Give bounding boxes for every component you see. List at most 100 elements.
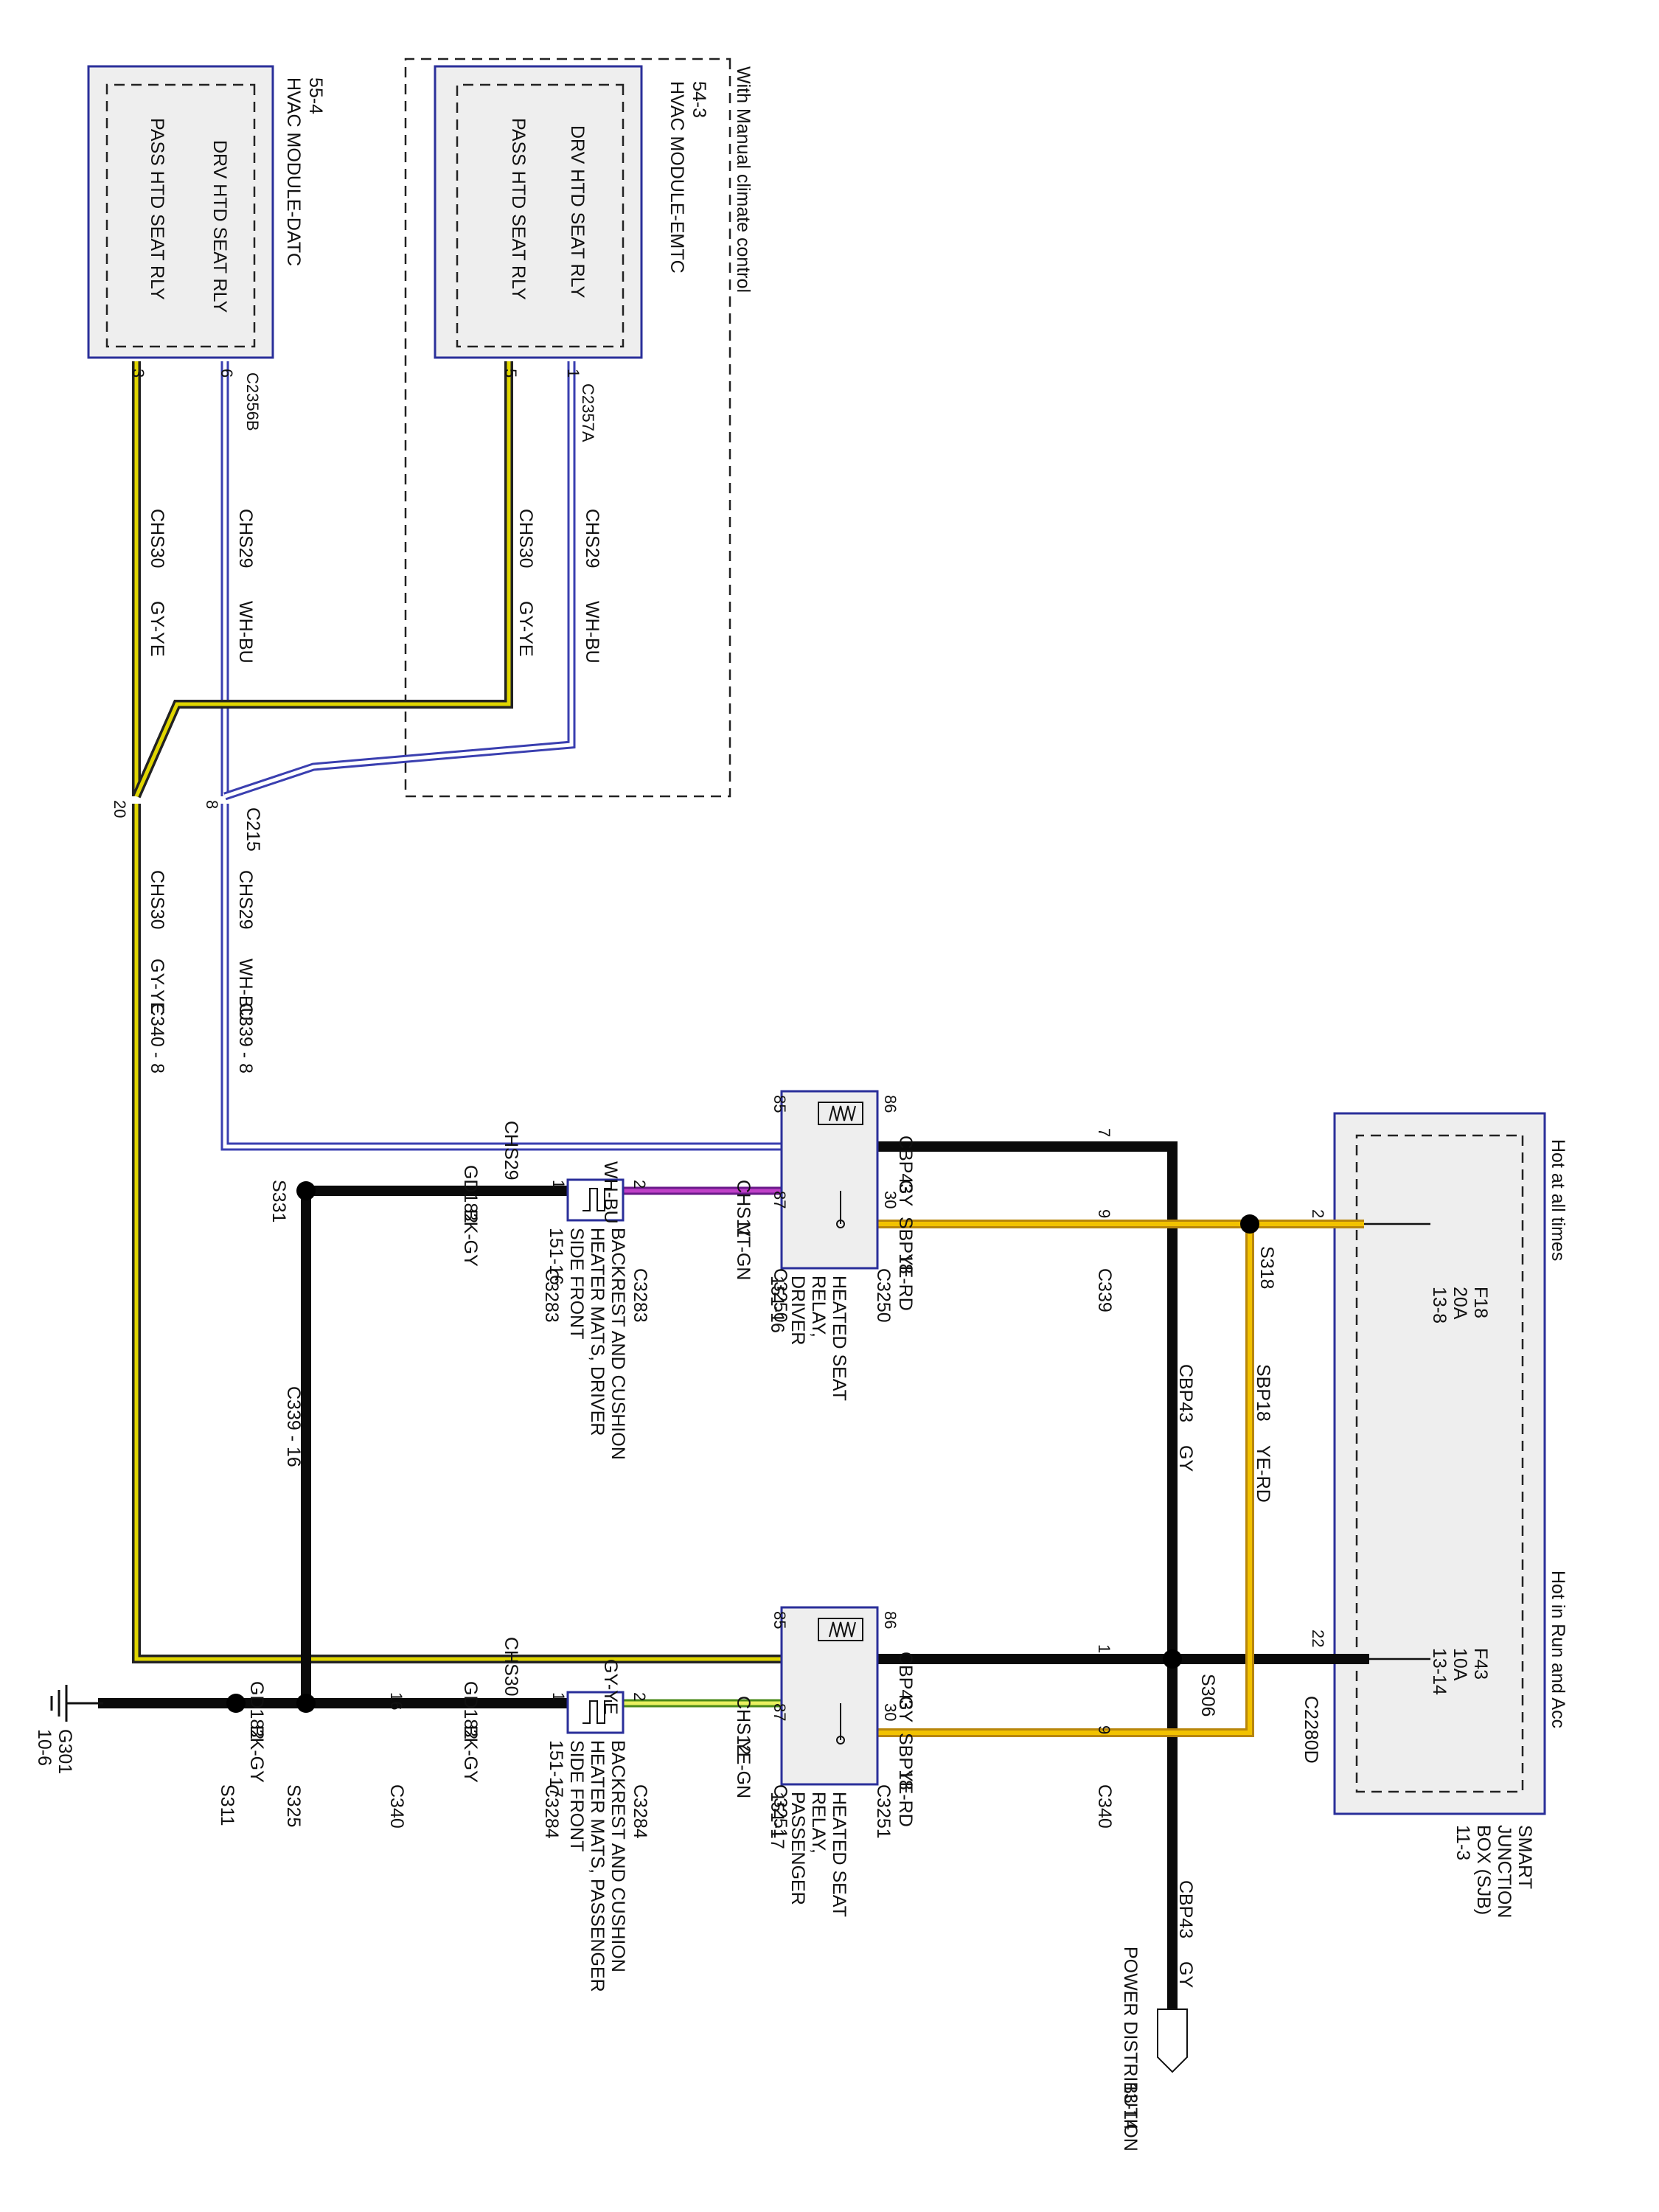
svg-text:9: 9 xyxy=(1095,1725,1113,1734)
svg-text:SBP18: SBP18 xyxy=(895,1733,916,1790)
svg-text:C2356B: C2356B xyxy=(243,372,262,431)
svg-text:C339 - 8: C339 - 8 xyxy=(235,1003,256,1074)
svg-text:85: 85 xyxy=(771,1095,789,1113)
svg-text:C339 - 16: C339 - 16 xyxy=(283,1386,304,1467)
svg-text:Hot in Run and Acc: Hot in Run and Acc xyxy=(1548,1571,1568,1728)
svg-text:BK-GY: BK-GY xyxy=(246,1725,267,1783)
svg-text:HVAC MODULE-DATC: HVAC MODULE-DATC xyxy=(283,77,304,266)
svg-text:151-16: 151-16 xyxy=(767,1276,787,1333)
wire-chs29-to-driver-relay xyxy=(220,804,782,1151)
smart-junction-box: Hot at all times Hot in Run and Acc SMAR… xyxy=(1333,1112,1568,1918)
power-distribution-arrow: POWER DISTRIBUTION 13-14 xyxy=(1120,1947,1188,2152)
svg-text:BOX (SJB): BOX (SJB) xyxy=(1473,1825,1494,1915)
svg-text:VT-GN: VT-GN xyxy=(733,1224,754,1280)
svg-text:C3284: C3284 xyxy=(630,1784,650,1839)
svg-text:22: 22 xyxy=(1309,1630,1327,1647)
svg-text:13-8: 13-8 xyxy=(1429,1287,1450,1324)
splice-s318 xyxy=(1240,1214,1259,1234)
splice-s311 xyxy=(226,1694,246,1713)
svg-text:BACKREST AND CUSHION: BACKREST AND CUSHION xyxy=(608,1740,628,1972)
hvac-module-datc: HVAC MODULE-DATC 55-4 DRV HTD SEAT RLY P… xyxy=(87,65,326,359)
svg-text:GD182: GD182 xyxy=(460,1681,481,1739)
svg-text:11-3: 11-3 xyxy=(1453,1825,1473,1860)
svg-text:C2357A: C2357A xyxy=(579,383,597,442)
svg-text:10-6: 10-6 xyxy=(34,1729,55,1766)
svg-text:151-17: 151-17 xyxy=(767,1792,787,1849)
svg-text:BK-GY: BK-GY xyxy=(460,1725,481,1783)
svg-text:C215: C215 xyxy=(243,807,263,852)
svg-text:CHS29: CHS29 xyxy=(582,509,602,568)
svg-text:GY: GY xyxy=(1175,1445,1196,1472)
splice-s325 xyxy=(296,1694,316,1713)
svg-text:GD182: GD182 xyxy=(460,1165,481,1223)
ground-g301: G301 10-6 xyxy=(34,1685,103,1774)
svg-text:151-16: 151-16 xyxy=(546,1228,566,1285)
svg-text:10A: 10A xyxy=(1450,1648,1470,1681)
svg-text:C3250: C3250 xyxy=(873,1268,894,1323)
svg-text:2: 2 xyxy=(1309,1209,1327,1218)
svg-text:HEATER MATS, DRIVER: HEATER MATS, DRIVER xyxy=(587,1228,608,1436)
svg-text:1: 1 xyxy=(564,369,582,378)
svg-text:F18: F18 xyxy=(1470,1287,1491,1318)
svg-text:20: 20 xyxy=(111,800,129,818)
svg-text:C3251: C3251 xyxy=(873,1784,894,1839)
svg-text:1: 1 xyxy=(549,1180,568,1189)
svg-text:C340: C340 xyxy=(386,1784,407,1829)
svg-text:WH-BU: WH-BU xyxy=(582,601,602,664)
svg-text:YE-RD: YE-RD xyxy=(895,1770,916,1827)
svg-text:RELAY,: RELAY, xyxy=(808,1792,829,1854)
svg-text:GY-YE: GY-YE xyxy=(515,601,536,657)
wire-sbp18 xyxy=(877,1220,1364,1737)
heater-mat-passenger: BACKREST AND CUSHION HEATER MATS, PASSEN… xyxy=(546,1691,628,1992)
svg-text:S331: S331 xyxy=(268,1180,289,1222)
svg-text:1: 1 xyxy=(1095,1644,1113,1653)
svg-text:BACKREST AND CUSHION: BACKREST AND CUSHION xyxy=(608,1228,628,1460)
svg-text:BK-GY: BK-GY xyxy=(460,1209,481,1267)
svg-text:YE-RD: YE-RD xyxy=(1253,1445,1273,1503)
svg-text:PASSENGER: PASSENGER xyxy=(787,1792,808,1905)
svg-text:SIDE FRONT: SIDE FRONT xyxy=(566,1228,587,1339)
svg-text:8: 8 xyxy=(203,800,221,809)
svg-text:CHS30: CHS30 xyxy=(147,509,167,568)
relay-driver: HEATED SEAT RELAY, DRIVER 151-16 xyxy=(767,1090,879,1401)
svg-text:GY-YE: GY-YE xyxy=(147,959,167,1015)
wire-emtc-chs29 xyxy=(223,361,576,801)
svg-text:SIDE FRONT: SIDE FRONT xyxy=(566,1740,587,1851)
svg-text:GY: GY xyxy=(895,1696,916,1722)
svg-text:86: 86 xyxy=(881,1611,900,1629)
svg-text:30: 30 xyxy=(881,1703,900,1721)
svg-text:CHS12: CHS12 xyxy=(733,1696,754,1756)
svg-text:GY-YE: GY-YE xyxy=(147,601,167,657)
svg-text:13-14: 13-14 xyxy=(1120,2083,1141,2130)
svg-text:C340: C340 xyxy=(1094,1784,1115,1829)
svg-text:9: 9 xyxy=(1095,1209,1113,1218)
svg-text:CHS29: CHS29 xyxy=(235,509,256,568)
svg-text:C3283: C3283 xyxy=(630,1268,650,1323)
svg-text:CHS29: CHS29 xyxy=(235,870,256,930)
svg-text:DRV HTD SEAT RLY: DRV HTD SEAT RLY xyxy=(209,140,230,313)
svg-text:151-17: 151-17 xyxy=(546,1740,566,1798)
svg-text:With Manual climate control: With Manual climate control xyxy=(733,66,754,293)
svg-text:CHS30: CHS30 xyxy=(515,509,536,568)
svg-text:HEATED SEAT: HEATED SEAT xyxy=(829,1276,849,1401)
svg-text:1: 1 xyxy=(549,1692,568,1701)
svg-text:C3250: C3250 xyxy=(770,1268,790,1323)
svg-text:C3251: C3251 xyxy=(770,1784,790,1839)
svg-text:87: 87 xyxy=(771,1703,789,1721)
svg-text:YE-RD: YE-RD xyxy=(895,1253,916,1311)
svg-text:GY: GY xyxy=(895,1180,916,1206)
svg-text:30: 30 xyxy=(881,1191,900,1208)
svg-text:SBP18: SBP18 xyxy=(895,1217,916,1274)
svg-text:S325: S325 xyxy=(283,1784,304,1827)
hvac-module-emtc: With Manual climate control HVAC MODULE-… xyxy=(404,58,754,798)
wire-gd182-driver xyxy=(301,1186,573,1701)
svg-text:3: 3 xyxy=(129,369,147,378)
svg-text:HVAC MODULE-EMTC: HVAC MODULE-EMTC xyxy=(667,81,687,274)
splice-s306 xyxy=(1163,1649,1182,1669)
svg-text:HEATED SEAT: HEATED SEAT xyxy=(829,1792,849,1917)
wire-chs30-to-pass-relay xyxy=(132,804,782,1663)
splice-s331 xyxy=(296,1181,316,1200)
svg-text:SMART: SMART xyxy=(1514,1825,1535,1889)
svg-text:85: 85 xyxy=(771,1611,789,1629)
svg-text:POWER DISTRIBUTION: POWER DISTRIBUTION xyxy=(1120,1947,1141,2152)
